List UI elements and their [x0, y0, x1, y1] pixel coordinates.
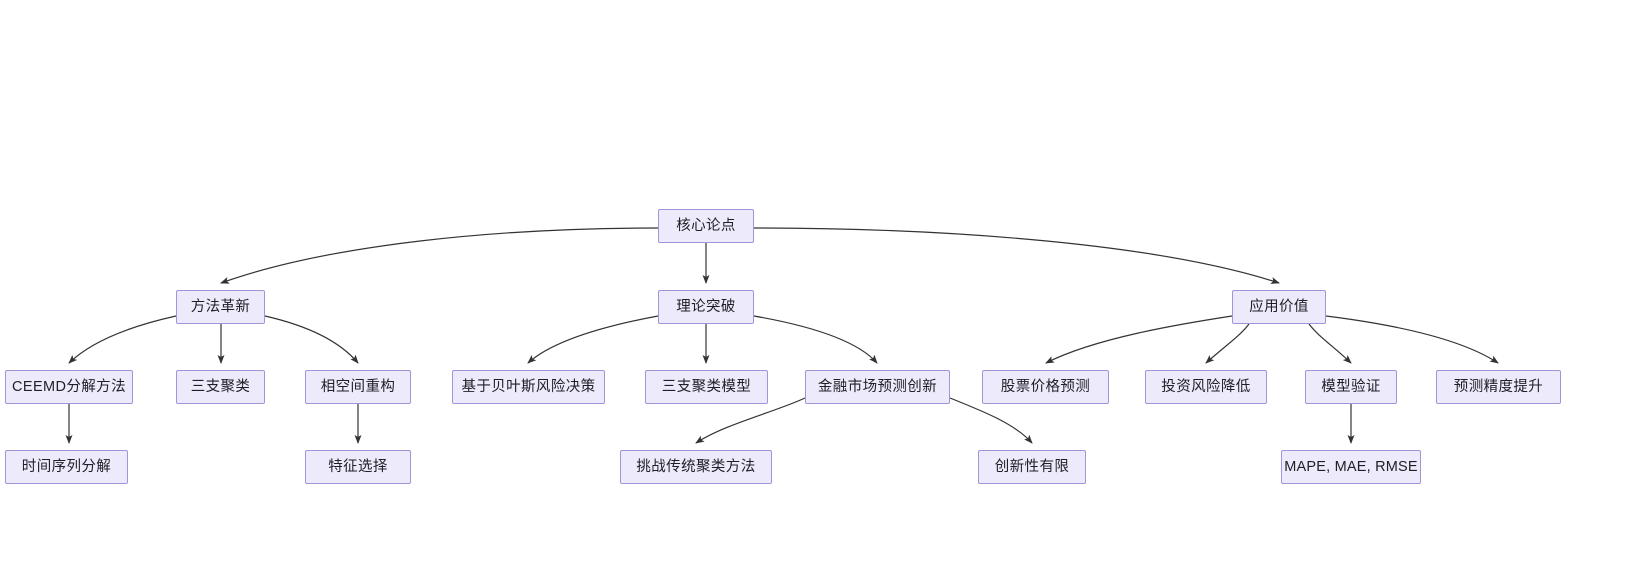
node-label: 投资风险降低 [1161, 378, 1251, 395]
node-label: 核心论点 [676, 217, 736, 234]
node-label: MAPE, MAE, RMSE [1284, 458, 1418, 475]
node-label: 三支聚类 [190, 378, 251, 395]
edge-root-to-m3 [753, 227, 1280, 284]
node-label: 特征选择 [328, 458, 388, 475]
node-label: CEEMD分解方法 [12, 378, 126, 395]
node-c1[interactable]: 股票价格预测 [982, 370, 1109, 404]
node-c4[interactable]: 预测精度提升 [1436, 370, 1561, 404]
edge-m3-to-c1 [1045, 315, 1233, 364]
node-b3x[interactable]: 挑战传统聚类方法 [620, 450, 772, 484]
edge-m2-to-b3 [753, 315, 878, 364]
node-c2[interactable]: 投资风险降低 [1145, 370, 1267, 404]
edge-m3-to-c2 [1205, 323, 1250, 364]
node-a1[interactable]: CEEMD分解方法 [5, 370, 133, 404]
node-label: 三支聚类模型 [661, 378, 752, 395]
node-a3[interactable]: 相空间重构 [305, 370, 411, 404]
node-b1[interactable]: 基于贝叶斯风险决策 [452, 370, 605, 404]
edge-m1-to-a1 [68, 315, 177, 364]
node-label: 创新性有限 [994, 458, 1070, 475]
node-label: 相空间重构 [320, 378, 396, 395]
node-b2[interactable]: 三支聚类模型 [645, 370, 768, 404]
edge-b3-to-b3x [695, 397, 806, 444]
node-m1[interactable]: 方法革新 [176, 290, 265, 324]
node-b3y[interactable]: 创新性有限 [978, 450, 1086, 484]
edge-m3-to-c3 [1308, 323, 1352, 364]
edge-group [65, 227, 1499, 444]
node-label: 方法革新 [190, 298, 251, 315]
node-m3[interactable]: 应用价值 [1232, 290, 1326, 324]
edge-m1-to-a3 [264, 315, 359, 364]
edge-m3-to-c4 [1325, 315, 1499, 364]
node-b3[interactable]: 金融市场预测创新 [805, 370, 950, 404]
node-label: 预测精度提升 [1453, 378, 1544, 395]
node-label: 金融市场预测创新 [817, 378, 938, 395]
node-label: 理论突破 [676, 298, 736, 315]
edge-m2-to-b1 [527, 315, 659, 364]
node-m2[interactable]: 理论突破 [658, 290, 754, 324]
node-a1x[interactable]: 时间序列分解 [5, 450, 128, 484]
node-root[interactable]: 核心论点 [658, 209, 754, 243]
edge-b3-to-b3y [949, 397, 1033, 444]
node-label: 应用价值 [1249, 298, 1309, 315]
node-label: 时间序列分解 [21, 458, 112, 475]
node-a3x[interactable]: 特征选择 [305, 450, 411, 484]
node-label: 模型验证 [1321, 378, 1381, 395]
node-label: 挑战传统聚类方法 [636, 458, 756, 475]
node-c3[interactable]: 模型验证 [1305, 370, 1397, 404]
node-label: 股票价格预测 [1000, 378, 1091, 395]
node-c3x[interactable]: MAPE, MAE, RMSE [1281, 450, 1421, 484]
edge-root-to-m1 [220, 227, 659, 284]
node-label: 基于贝叶斯风险决策 [461, 378, 596, 395]
node-a2[interactable]: 三支聚类 [176, 370, 265, 404]
